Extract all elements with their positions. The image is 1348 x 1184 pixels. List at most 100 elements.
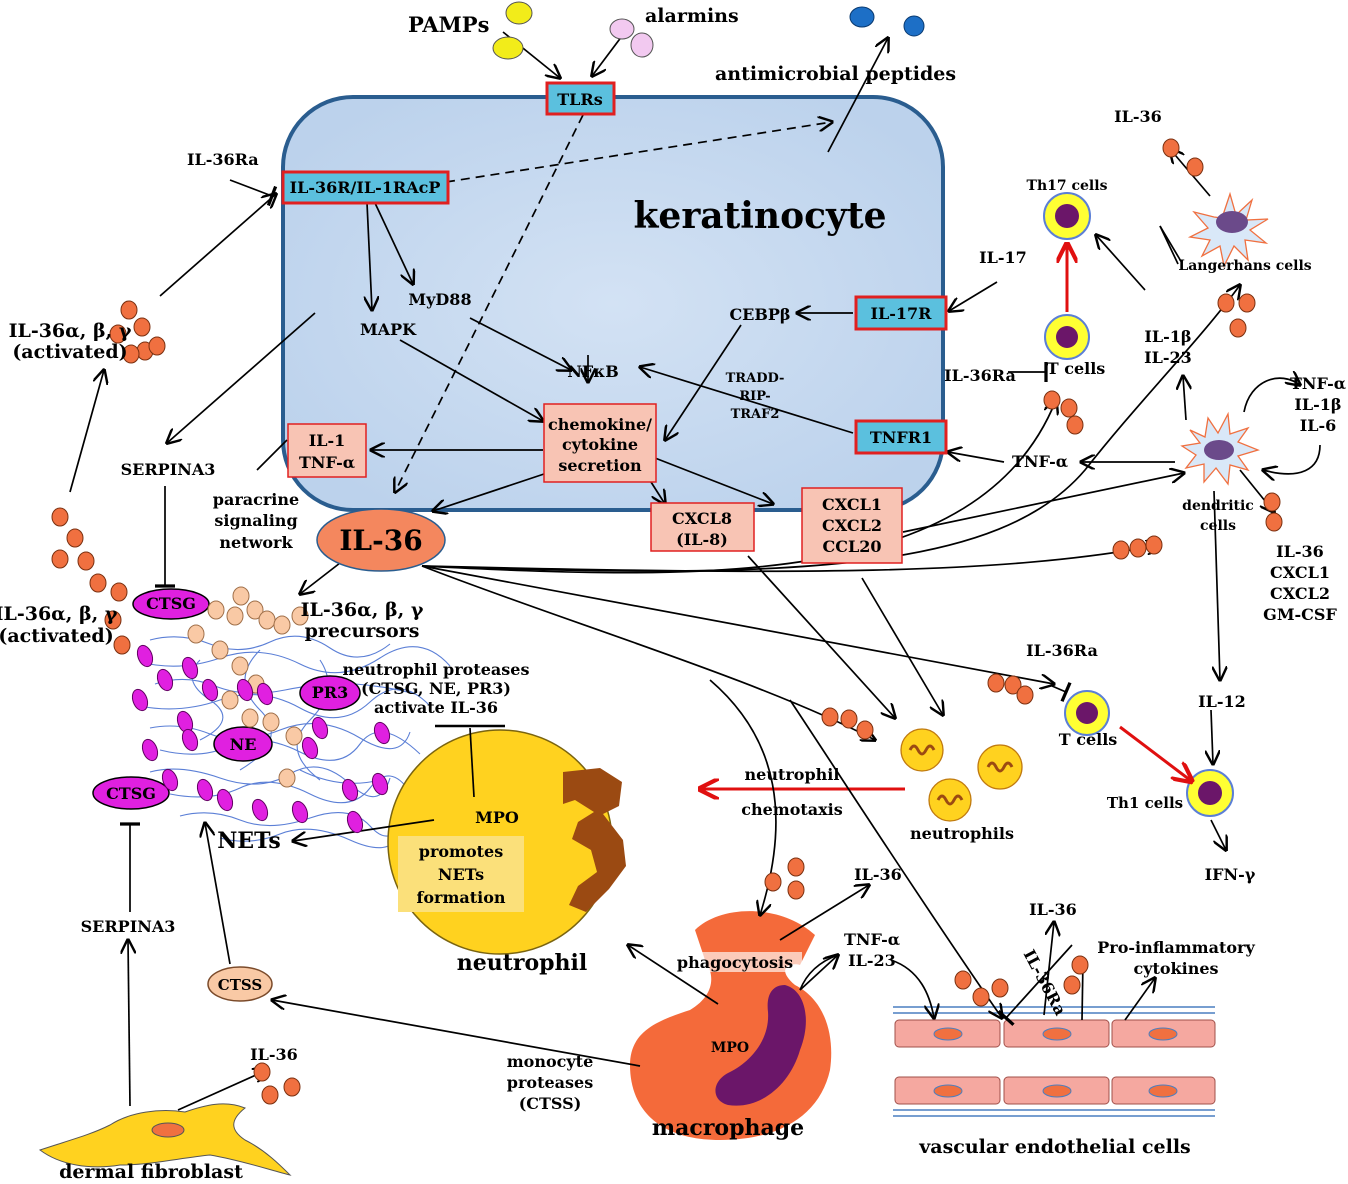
il36-dot: [954, 970, 972, 990]
neutrophil-chemotaxis-label-2: chemotaxis: [741, 800, 843, 819]
protease-dot: [251, 798, 269, 822]
il36-dot: [764, 872, 782, 892]
il36-dot: [253, 1062, 271, 1082]
dc-sec-label-2: CXCL1: [1270, 563, 1330, 582]
il36-precursor-dot: [285, 726, 303, 746]
monocyte-label-3: (CTSS): [519, 1094, 582, 1113]
macrophage-out-label-2: IL-23: [848, 951, 896, 970]
protease-dot: [216, 788, 234, 812]
vascular-endothelial-label: vascular endothelial cells: [918, 1136, 1191, 1158]
th1-differentiation-arrow: [1119, 725, 1190, 780]
ccl20-label: CCL20: [823, 537, 882, 556]
pamps-label: PAMPs: [408, 12, 489, 37]
il36-dot: [104, 610, 122, 630]
th17-cell: [1043, 192, 1091, 240]
il36-dot: [51, 549, 69, 569]
il1-label: IL-1: [309, 431, 346, 450]
il36-dot: [283, 1077, 301, 1097]
il36-dot: [122, 344, 140, 364]
th1-cell: [1186, 769, 1234, 817]
protease-dot: [181, 728, 199, 752]
tnfr1-label: TNFR1: [870, 428, 932, 447]
vascular-endothelium: [893, 1006, 1216, 1117]
ctsg-protease-bottom: [92, 776, 170, 810]
chemokine-label-2: cytokine: [562, 435, 638, 454]
mapk-label: MAPK: [360, 320, 417, 339]
il36ra-mid-label: IL-36Ra: [1026, 641, 1098, 660]
promotes-label-3: formation: [416, 888, 505, 907]
il36-dot: [987, 673, 1005, 693]
dendritic-nucleus: [1204, 440, 1234, 460]
il36-activated-bottom-label-2: (activated): [0, 625, 114, 647]
th1-label: Th1 cells: [1107, 794, 1183, 812]
il36-dot: [77, 551, 95, 571]
neutrophil-chemotaxis-label-1: neutrophil: [745, 765, 840, 784]
chemokine-label-3: secretion: [558, 456, 642, 475]
protease-dot: [161, 768, 179, 792]
il1b-label: IL-1β: [1144, 327, 1191, 346]
il36-dot: [1112, 540, 1130, 560]
th17-label: Th17 cells: [1027, 178, 1108, 194]
chemokine-label-1: chemokine/: [548, 415, 652, 434]
neutrophil-label: neutrophil: [457, 950, 588, 976]
t-cells-top-label: T cells: [1047, 359, 1106, 378]
dc-out-label-2: IL-1β: [1294, 395, 1341, 414]
t-cell-top: [1044, 314, 1090, 360]
il36-precursor-dot: [226, 606, 244, 626]
il36-dot: [1016, 685, 1034, 705]
il36-precursor-dot: [207, 600, 225, 620]
il36-precursor-dot: [258, 610, 276, 630]
il36-dot: [1060, 398, 1078, 418]
il8-label: (IL-8): [676, 530, 728, 549]
il36ra-left-label: IL-36Ra: [187, 150, 259, 169]
dc-out-label-1: TNF-α: [1290, 374, 1346, 393]
pr3-protease: [299, 675, 361, 711]
il36-vascular-label: IL-36: [1029, 900, 1077, 919]
cxcl8-box: [650, 502, 755, 552]
ne-label: NE: [230, 735, 257, 754]
il36-dot: [972, 987, 990, 1007]
protease-dot: [181, 656, 199, 680]
protease-dot: [236, 678, 254, 702]
nfkb-label: NFκB: [567, 362, 619, 381]
neutrophils-label: neutrophils: [910, 824, 1014, 843]
serpina3-top-label: SERPINA3: [121, 460, 216, 479]
dc-sec-label-4: GM-CSF: [1263, 605, 1337, 624]
cxcl2-label: CXCL2: [822, 516, 882, 535]
langerhans-label: Langerhans cells: [1178, 258, 1311, 274]
tradd-label-1: TRADD-: [726, 371, 785, 386]
ctss-protease: [207, 966, 273, 1002]
pamp-dot: [505, 1, 533, 25]
il36-dot: [1162, 138, 1180, 158]
cxcl8-label: CXCL8: [672, 509, 732, 528]
dendritic-label-2: cells: [1200, 518, 1236, 534]
tradd-label-3: TRAF2: [731, 407, 780, 422]
protease-dot: [131, 688, 149, 712]
precursors-label-1: IL-36α, β, γ: [301, 599, 424, 621]
protease-dot: [196, 778, 214, 802]
protease-dot: [136, 644, 154, 668]
dc-sec-label-1: IL-36: [1276, 542, 1324, 561]
il36-dot: [110, 582, 128, 602]
ctsg-top-label: CTSG: [146, 594, 196, 613]
keratinocyte-label: keratinocyte: [633, 195, 886, 237]
myd88-label: MyD88: [408, 290, 471, 309]
neutrophil-proteases-label-2: (CTSG, NE, PR3): [361, 679, 511, 698]
protease-dot: [156, 668, 174, 692]
il36-precursor-dot: [232, 586, 250, 606]
pr3-label: PR3: [312, 683, 348, 702]
il36-dot: [1186, 157, 1204, 177]
promotes-nets-box: [398, 836, 524, 912]
protease-dot: [373, 721, 391, 745]
mpo-macrophage-label: MPO: [711, 1040, 749, 1056]
tradd-label-2: RIP-: [739, 389, 770, 404]
il36-center-label: IL-36: [339, 524, 422, 557]
il36-dot: [787, 857, 805, 877]
il36-precursor-dot: [291, 606, 309, 626]
protease-dot: [201, 678, 219, 702]
il36-dot: [1265, 512, 1283, 532]
nets-label: NETs: [217, 828, 281, 854]
small-neutrophil: [977, 744, 1023, 790]
il36-precursor-dot: [241, 708, 259, 728]
il36-precursor-dot: [278, 768, 296, 788]
